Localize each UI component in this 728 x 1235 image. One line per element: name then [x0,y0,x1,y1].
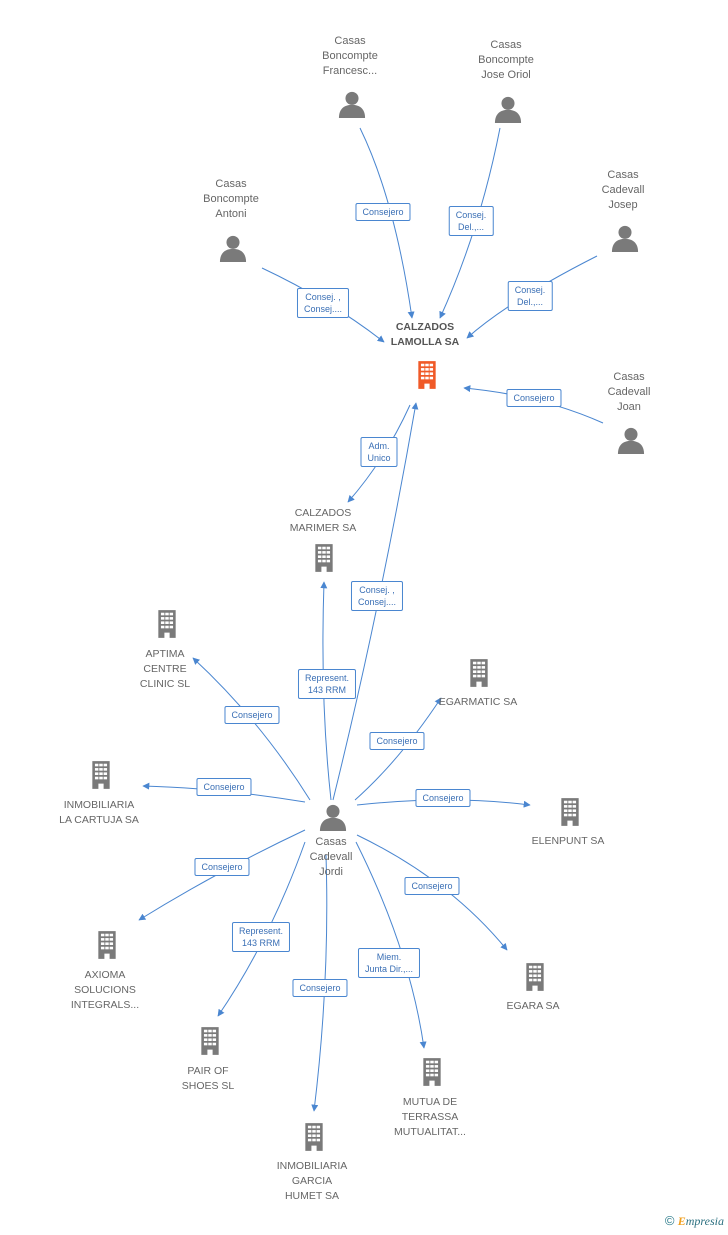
node-label-boncompte_francesc[interactable]: Casas Boncompte Francesc... [322,35,378,77]
edge-label-cadevall_jordi-to-calzados_lamolla[interactable]: Consej. , Consej.... [350,581,404,611]
building-icon-egara[interactable] [526,963,544,991]
edge-boncompte_francesc-to-calzados_lamolla [359,127,415,319]
edge-label-boncompte_oriol-to-calzados_lamolla[interactable]: Consej. Del.,... [448,206,494,236]
edge-label-boncompte_francesc-to-calzados_lamolla[interactable]: Consejero [355,203,411,221]
person-icon-boncompte_oriol[interactable] [494,96,522,123]
node-label-inmob_cartuja[interactable]: INMOBILIARIA LA CARTUJA SA [59,799,139,826]
edge-label-cadevall_josep-to-calzados_lamolla[interactable]: Consej. Del.,... [507,281,553,311]
node-label-mutua[interactable]: MUTUA DE TERRASSA MUTUALITAT... [394,1096,466,1138]
person-icon-cadevall_jordi[interactable] [319,804,347,831]
building-icon-calzados_lamolla[interactable] [418,361,436,389]
building-icon-pair_of_shoes[interactable] [201,1027,219,1055]
edge-label-cadevall_jordi-to-axioma[interactable]: Consejero [194,858,250,876]
node-label-calzados_marimer[interactable]: CALZADOS MARIMER SA [289,507,357,534]
empresia-logo[interactable]: Empresia [677,1214,724,1228]
edge-label-cadevall_jordi-to-egarmatic[interactable]: Consejero [369,732,425,750]
edge-label-boncompte_antoni-to-calzados_lamolla[interactable]: Consej. , Consej.... [296,288,350,318]
node-label-pair_of_shoes[interactable]: PAIR OF SHOES SL [181,1065,235,1092]
building-icon-elenpunt[interactable] [561,798,579,826]
edge-cadevall_jordi-to-aptima [192,657,311,801]
building-icon-aptima[interactable] [158,610,176,638]
node-label-elenpunt[interactable]: ELENPUNT SA [531,835,605,847]
edge-label-cadevall_jordi-to-pair_of_shoes[interactable]: Represent. 143 RRM [231,922,291,952]
building-icon-axioma[interactable] [98,931,116,959]
edge-label-cadevall_jordi-to-elenpunt[interactable]: Consejero [415,789,471,807]
edge-label-cadevall_joan-to-calzados_lamolla[interactable]: Consejero [506,389,562,407]
building-icon-inmob_garcia[interactable] [305,1123,323,1151]
edge-label-cadevall_jordi-to-mutua[interactable]: Miem. Junta Dir.,... [357,948,421,978]
node-label-boncompte_oriol[interactable]: Casas Boncompte Jose Oriol [478,39,534,81]
node-label-egarmatic[interactable]: EGARMATIC SA [438,696,518,708]
edge-label-calzados_lamolla-to-calzados_marimer[interactable]: Adm. Unico [360,437,398,467]
node-label-cadevall_josep[interactable]: Casas Cadevall Josep [601,169,645,211]
node-label-calzados_lamolla[interactable]: CALZADOS LAMOLLA SA [390,321,460,348]
empresia-footer[interactable]: © Empresia [665,1213,724,1229]
node-label-inmob_garcia[interactable]: INMOBILIARIA GARCIA HUMET SA [276,1160,348,1202]
building-icon-inmob_cartuja[interactable] [92,761,110,789]
edge-label-cadevall_jordi-to-calzados_marimer[interactable]: Represent. 143 RRM [297,669,357,699]
node-label-cadevall_jordi[interactable]: Casas Cadevall Jordi [309,836,353,878]
node-label-cadevall_joan[interactable]: Casas Cadevall Joan [607,371,651,413]
node-label-aptima[interactable]: APTIMA CENTRE CLINIC SL [139,648,191,690]
edge-cadevall_jordi-to-mutua [355,841,427,1049]
edge-label-cadevall_jordi-to-inmob_garcia[interactable]: Consejero [292,979,348,997]
person-icon-boncompte_antoni[interactable] [219,235,247,262]
edge-label-cadevall_jordi-to-aptima[interactable]: Consejero [224,706,280,724]
building-icon-mutua[interactable] [423,1058,441,1086]
building-icon-calzados_marimer[interactable] [315,544,333,572]
edge-label-cadevall_jordi-to-egara[interactable]: Consejero [404,877,460,895]
edge-label-cadevall_jordi-to-inmob_cartuja[interactable]: Consejero [196,778,252,796]
person-icon-cadevall_josep[interactable] [611,225,639,252]
node-label-boncompte_antoni[interactable]: Casas Boncompte Antoni [203,178,259,220]
person-icon-cadevall_joan[interactable] [617,427,645,454]
edge-cadevall_jordi-to-egarmatic [354,697,442,801]
building-icon-egarmatic[interactable] [470,659,488,687]
node-label-axioma[interactable]: AXIOMA SOLUCIONS INTEGRALS... [70,969,140,1011]
node-label-egara[interactable]: EGARA SA [506,1000,560,1012]
person-icon-boncompte_francesc[interactable] [338,91,366,118]
copyright-icon: © [664,1213,675,1228]
